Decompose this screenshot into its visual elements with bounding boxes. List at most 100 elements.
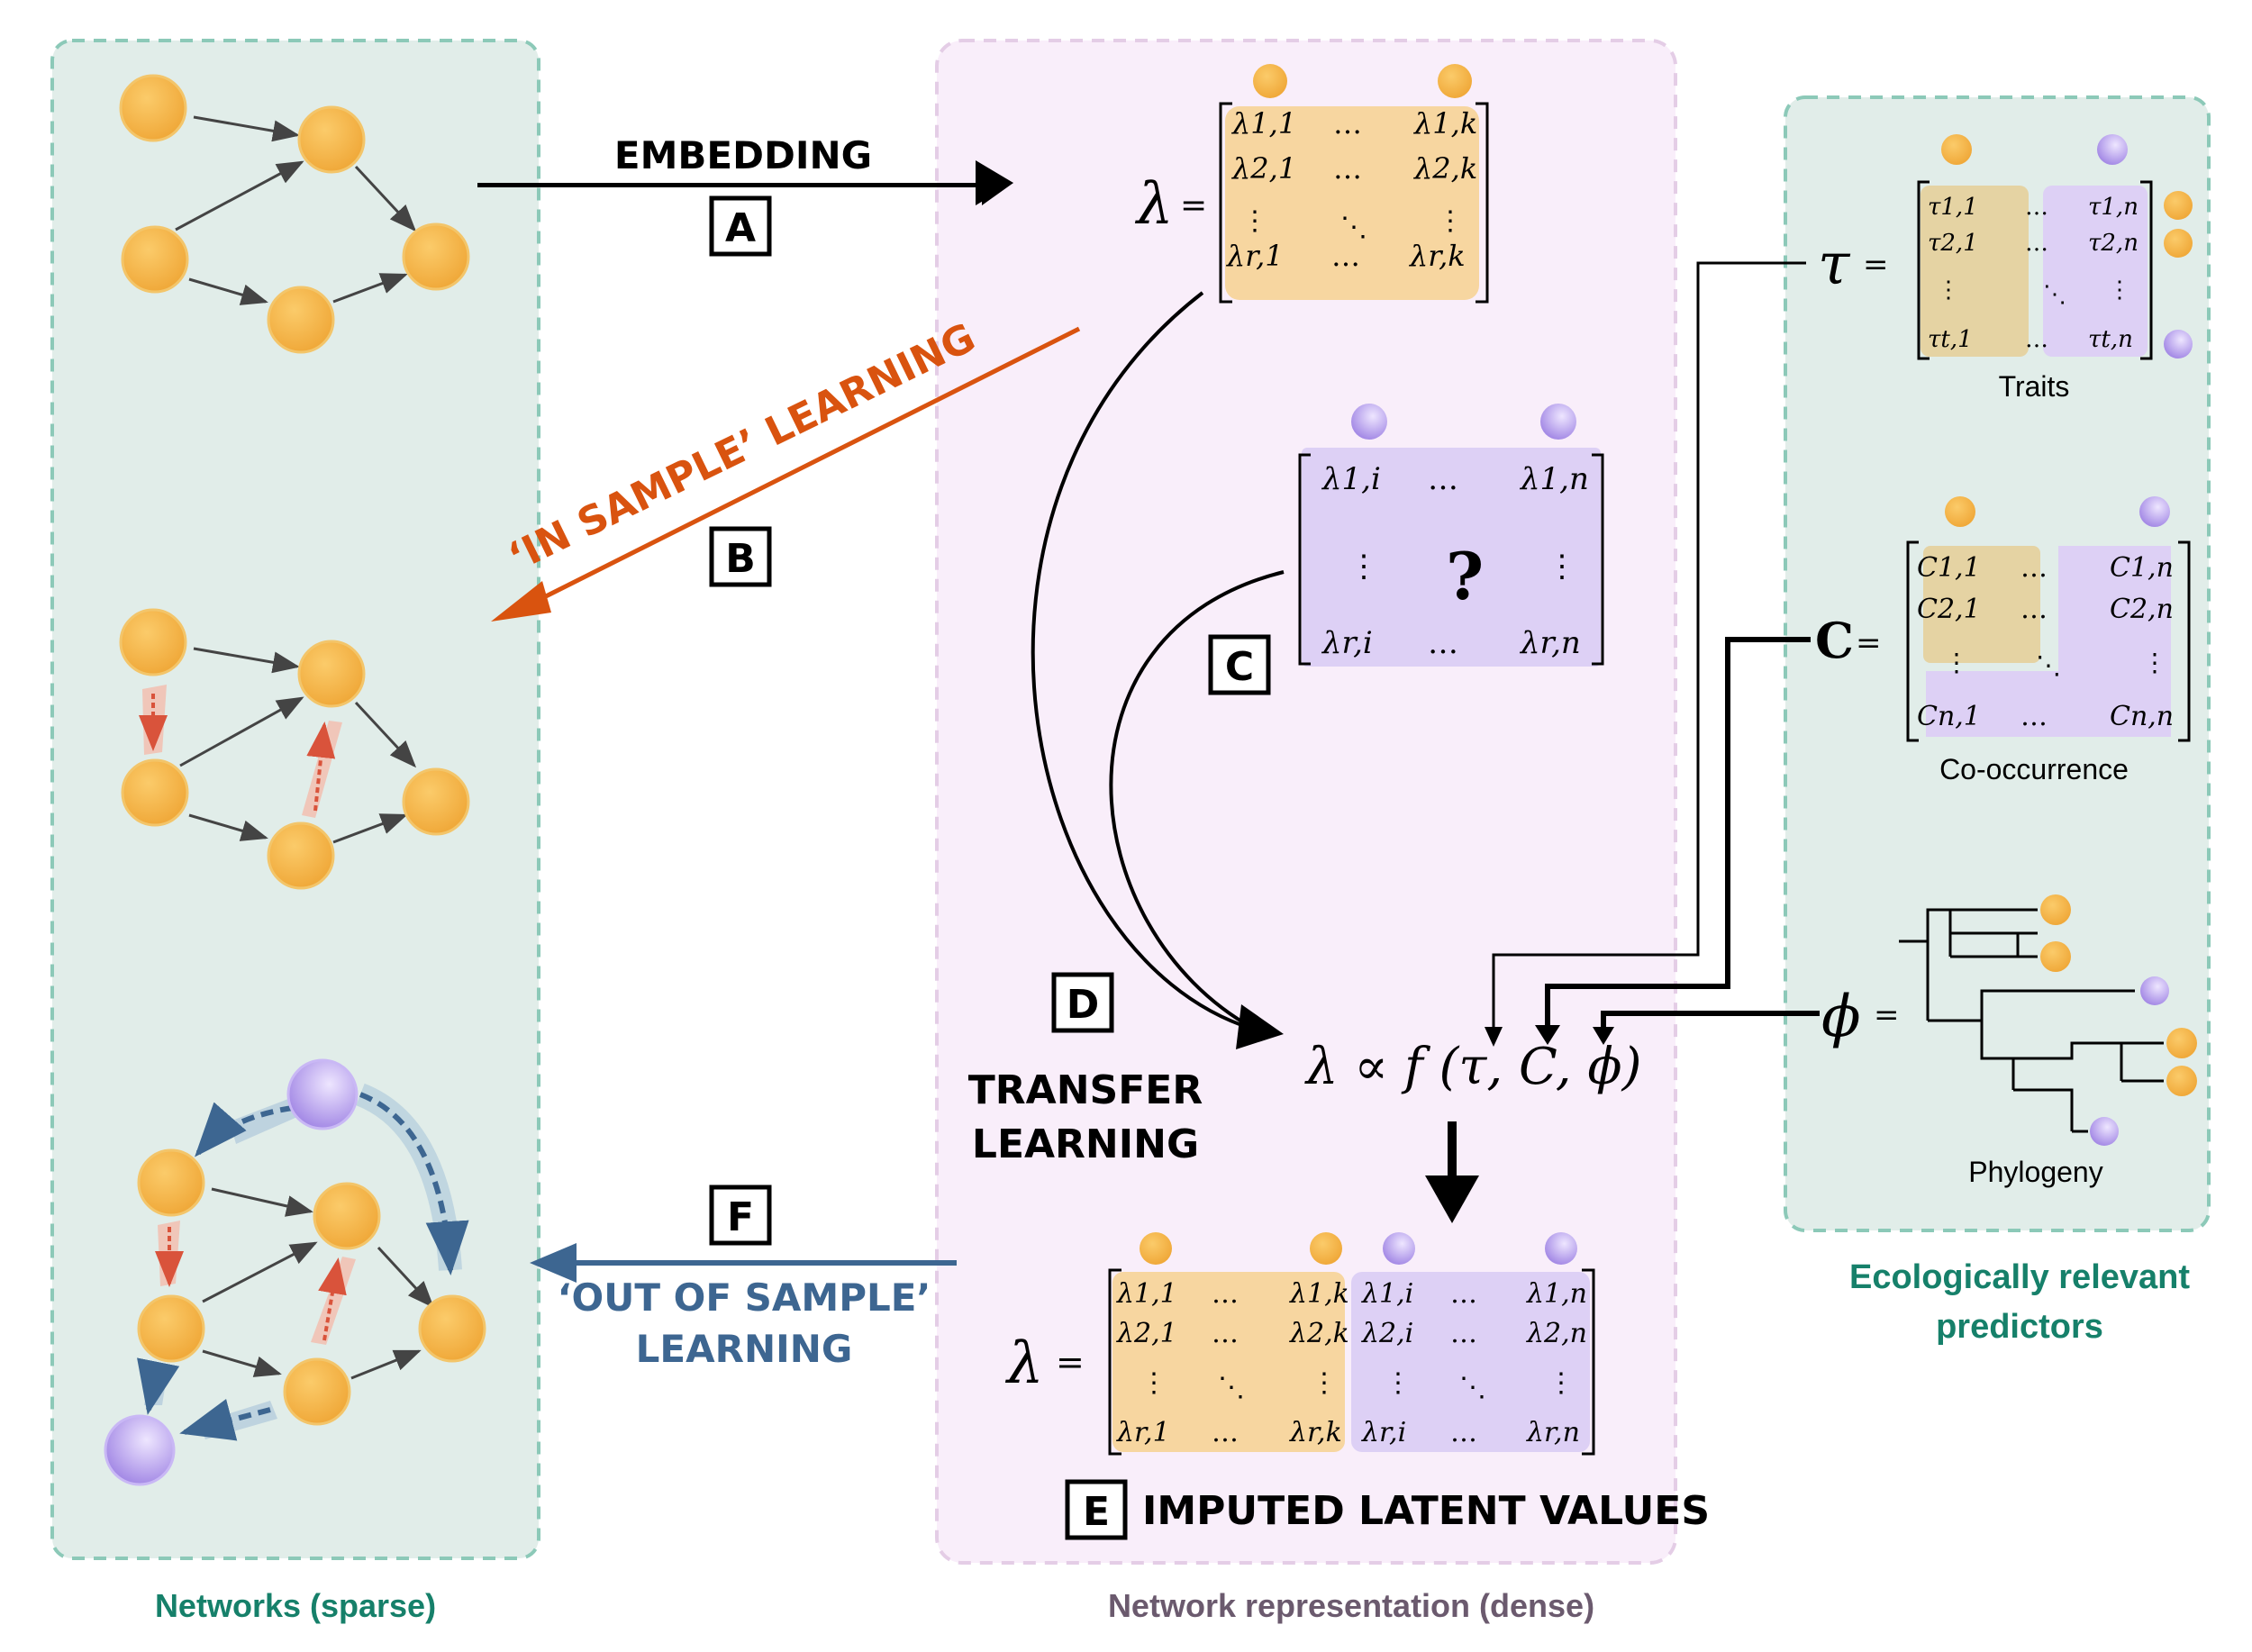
letter-a-box <box>709 195 772 257</box>
network-node <box>137 1294 205 1363</box>
svg-text:⋱: ⋱ <box>1218 1372 1245 1403</box>
lambda-matrix: λ = λ1,1 … λ1,k λ2,1 … λ2,k ⋮ ⋱ ⋮ λr,1 …… <box>1134 64 1489 304</box>
svg-text:λ1,1: λ1,1 <box>1116 1278 1177 1310</box>
svg-text:τ1,n: τ1,n <box>2088 194 2138 221</box>
imputed-label: IMPUTED LATENT VALUES <box>1142 1488 1710 1534</box>
svg-text:=: = <box>1180 187 1207 224</box>
svg-text:…: … <box>1212 1278 1239 1310</box>
svg-text:τ: τ <box>1818 231 1851 298</box>
imputation-arrow <box>1425 1121 1479 1223</box>
letter-e: E <box>1083 1489 1110 1535</box>
traits-matrix: τ = τ1,1 … τ1,n τ2,1 … τ2,n ⋮ ⋱ ⋮ τt,1 …… <box>1818 134 2193 360</box>
network-node <box>283 1357 351 1426</box>
svg-text:λ2,i: λ2,i <box>1361 1318 1413 1349</box>
svg-text:⋮: ⋮ <box>1547 549 1577 585</box>
svg-text:λr,i: λr,i <box>1321 625 1373 661</box>
svg-text:C: C <box>1815 612 1854 669</box>
svg-text:…: … <box>1212 1417 1239 1448</box>
svg-text:⋮: ⋮ <box>1937 277 1960 304</box>
svg-text:λ2,k: λ2,k <box>1289 1318 1349 1349</box>
svg-text:λ: λ <box>1004 1330 1044 1397</box>
svg-text:C1,1: C1,1 <box>1917 552 1981 584</box>
letter-a: A <box>725 205 756 251</box>
svg-text:⋮: ⋮ <box>1348 549 1379 585</box>
letter-d: D <box>1067 982 1100 1028</box>
cooccurrence-matrix: C = C1,1 … C1,n C2,1 … C2,n ⋮ ⋱ ⋮ Cn,1 …… <box>1815 496 2191 742</box>
svg-text:λ1,i: λ1,i <box>1361 1278 1413 1310</box>
svg-text:λr,1: λr,1 <box>1225 239 1284 273</box>
network-out-of-sample <box>104 1058 486 1486</box>
networks-caption: Networks (sparse) <box>155 1587 436 1624</box>
svg-text:λr,1: λr,1 <box>1116 1417 1170 1448</box>
predictor-arrows <box>1485 261 1820 1047</box>
representation-caption: Network representation (dense) <box>1108 1587 1594 1624</box>
svg-text:λ1,k: λ1,k <box>1289 1278 1349 1310</box>
out-of-sample-label-line1: ‘OUT OF SAMPLE’ <box>558 1275 931 1320</box>
svg-text:τ2,n: τ2,n <box>2088 230 2138 257</box>
phylogeny-tree: ϕ = <box>1821 894 2197 1146</box>
svg-text:C2,1: C2,1 <box>1917 594 1981 625</box>
svg-text:Cn,n: Cn,n <box>2110 701 2174 732</box>
imputed-matrix: λ = λ1,1 … λ1,k λ1,i … λ1,n λ2,1 … λ2,k … <box>1004 1232 1595 1456</box>
svg-text:λ1,n: λ1,n <box>1519 461 1589 497</box>
svg-text:…: … <box>1450 1318 1477 1349</box>
network-node <box>297 105 366 174</box>
svg-text:λ1,k: λ1,k <box>1412 106 1477 141</box>
formula: λ ∝ f (τ, C, ϕ) <box>1304 1038 1641 1096</box>
svg-text:=: = <box>1874 997 1900 1033</box>
svg-text:⋮: ⋮ <box>1437 205 1464 237</box>
network-node <box>267 821 335 890</box>
svg-text:λ1,n: λ1,n <box>1526 1278 1587 1310</box>
svg-text:λ2,k: λ2,k <box>1412 151 1477 186</box>
svg-text:⋱: ⋱ <box>2036 650 2061 680</box>
network-in-sample <box>119 608 470 890</box>
svg-text:λ2,1: λ2,1 <box>1116 1318 1177 1349</box>
svg-text:Cn,1: Cn,1 <box>1917 701 1981 732</box>
in-sample-arrow <box>491 326 1081 622</box>
network-sparse <box>119 74 470 354</box>
network-node <box>121 225 189 294</box>
network-node <box>418 1294 486 1363</box>
svg-text:λr,i: λr,i <box>1361 1417 1406 1448</box>
phylogeny-caption: Phylogeny <box>1968 1156 2102 1188</box>
svg-text:⋮: ⋮ <box>2142 648 2167 677</box>
network-node <box>119 608 187 676</box>
svg-text:⋱: ⋱ <box>1340 212 1367 243</box>
svg-text:…: … <box>1333 151 1362 186</box>
svg-text:λr,n: λr,n <box>1519 625 1581 661</box>
svg-text:…: … <box>2020 552 2048 584</box>
svg-text:τ2,1: τ2,1 <box>1928 230 1978 257</box>
svg-text:λ: λ <box>1134 171 1174 238</box>
svg-text:τ1,1: τ1,1 <box>1928 194 1978 221</box>
network-node <box>119 74 187 142</box>
letter-f: F <box>727 1194 754 1240</box>
svg-text:…: … <box>1450 1278 1477 1310</box>
svg-text:⋮: ⋮ <box>1385 1367 1412 1399</box>
svg-text:⋮: ⋮ <box>1140 1367 1167 1399</box>
svg-text:τt,1: τt,1 <box>1928 326 1973 353</box>
new-species-node <box>104 1414 176 1486</box>
svg-text:λr,k: λr,k <box>1408 239 1466 273</box>
transfer-label-line2: LEARNING <box>972 1121 1199 1167</box>
svg-text:…: … <box>1333 106 1362 141</box>
svg-text:C2,n: C2,n <box>2110 594 2174 625</box>
svg-text:…: … <box>2020 701 2048 732</box>
svg-text:λ1,i: λ1,i <box>1321 461 1381 497</box>
svg-text:…: … <box>2020 594 2048 625</box>
svg-text:⋮: ⋮ <box>1548 1367 1575 1399</box>
cooccurrence-caption: Co-occurrence <box>1939 753 2129 785</box>
svg-text:⋮: ⋮ <box>1944 648 1969 677</box>
representation-panel <box>935 39 1677 1565</box>
out-of-sample-arrow <box>530 1243 957 1283</box>
network-node <box>402 222 470 291</box>
letter-b: B <box>725 536 756 582</box>
svg-text:…: … <box>2025 326 2048 353</box>
svg-text:⋮: ⋮ <box>1241 205 1268 237</box>
svg-text:⋮: ⋮ <box>2108 277 2131 304</box>
svg-text:ϕ: ϕ <box>1821 984 1861 1050</box>
svg-text:=: = <box>1056 1342 1085 1382</box>
svg-text:…: … <box>2025 194 2048 221</box>
svg-text:⋱: ⋱ <box>2043 281 2066 308</box>
network-node <box>267 286 335 354</box>
letter-c: C <box>1225 644 1254 690</box>
